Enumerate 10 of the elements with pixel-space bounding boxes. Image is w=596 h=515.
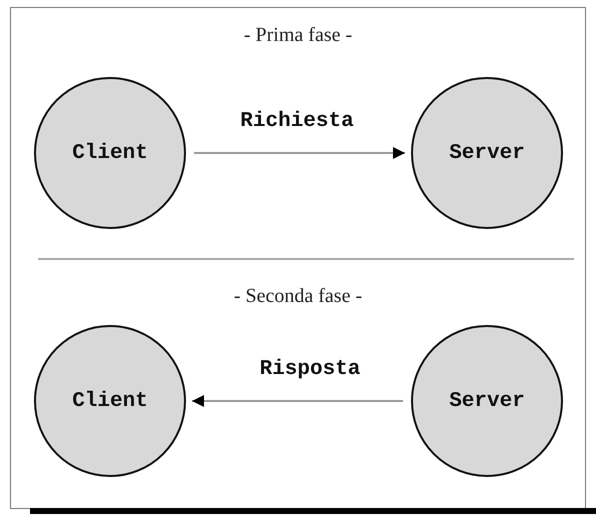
- node-label: Client: [72, 142, 148, 164]
- arrow: [192, 395, 403, 407]
- phase-heading: - Prima fase -: [242, 24, 354, 47]
- arrow: [194, 147, 405, 159]
- edge-label: Risposta: [260, 358, 360, 381]
- node-label: Server: [449, 142, 525, 164]
- edge-label: Richiesta: [240, 110, 354, 133]
- node-label: Server: [449, 390, 525, 412]
- node-label: Client: [72, 390, 148, 412]
- phase-heading: - Seconda fase -: [232, 285, 364, 308]
